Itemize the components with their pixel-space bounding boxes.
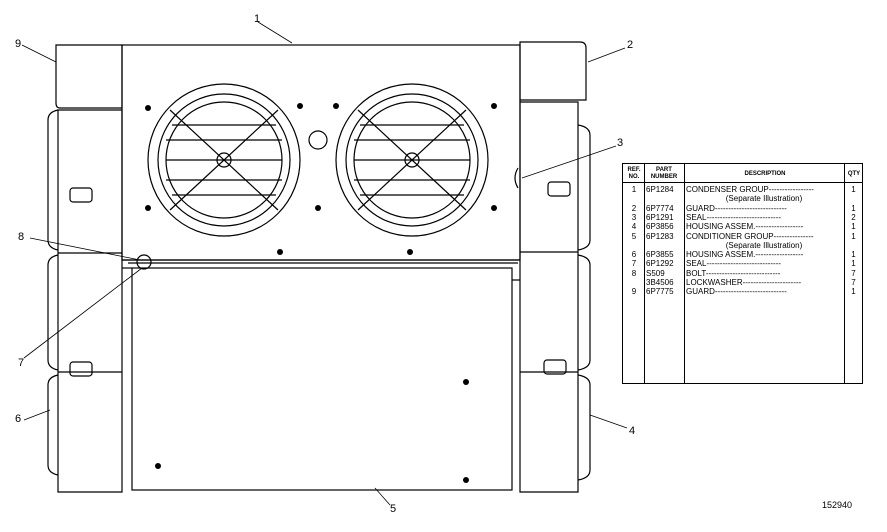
cell-description: BOLT----------------------------: [686, 268, 781, 278]
callout-2: 2: [627, 39, 634, 51]
latch: [69, 181, 571, 377]
cell-qty: 1: [851, 185, 856, 194]
cell-description: CONDITIONER GROUP---------------: [686, 231, 814, 241]
cell-ref: 2: [631, 203, 637, 213]
cell-qty: 2: [851, 212, 856, 222]
seal: [514, 167, 519, 189]
cell-part-number: 6P1284: [646, 185, 674, 194]
callout-5: 5: [390, 503, 397, 515]
condenser-group: [121, 44, 521, 264]
cell-part-number: S509: [646, 268, 665, 278]
cell-qty: 1: [851, 222, 856, 232]
conditioner-group: [122, 267, 520, 491]
callout-7: 7: [18, 357, 25, 369]
callout-8: 8: [18, 231, 25, 243]
cell-description: (Separate Illustration): [725, 240, 803, 250]
right-fan-guard: [335, 83, 489, 237]
callout-1: 1: [254, 13, 261, 25]
cell-description: HOUSING ASSEM.------------------: [686, 250, 804, 260]
cell-part-number: 6P1291: [646, 212, 674, 222]
cell-qty: 1: [851, 259, 856, 269]
cell-description: CONDENSER GROUP-----------------: [686, 185, 814, 194]
cell-qty: 1: [851, 287, 856, 297]
cell-part-number: 6P1283: [646, 231, 674, 241]
cell-description: HOUSING ASSEM.------------------: [686, 222, 804, 232]
right-housing: [519, 101, 591, 493]
header-description: DESCRIPTION: [744, 171, 786, 177]
cell-part-number: 6P1292: [646, 259, 674, 269]
cell-ref: 1: [631, 185, 637, 194]
callout-6: 6: [15, 413, 22, 425]
cell-ref: 6: [631, 250, 637, 260]
header-qty: QTY: [847, 171, 861, 177]
cell-ref: 8: [631, 268, 637, 278]
cell-part-number: 3B4506: [646, 278, 674, 287]
right-guard: [519, 41, 587, 101]
cell-part-number: 6P7775: [646, 287, 674, 297]
cell-description: SEAL----------------------------: [686, 259, 782, 269]
left-fan-guard: [147, 83, 301, 237]
cell-part-number: 6P7774: [646, 203, 674, 213]
cell-qty: 1: [851, 203, 856, 213]
cell-ref: 3: [631, 212, 637, 222]
cell-description: GUARD---------------------------: [686, 203, 787, 213]
left-housing: [47, 109, 123, 493]
cell-qty: 1: [851, 231, 856, 241]
cell-ref: 5: [631, 231, 637, 241]
fastener-holes: [145, 103, 497, 483]
drawing-number: 152940: [822, 500, 853, 510]
parts-list-table: REF. NO. PART NUMBER DESCRIPTION QTY 1 6P…: [622, 163, 863, 384]
callout-3: 3: [617, 137, 624, 149]
cell-qty: 7: [851, 268, 856, 278]
left-guard: [55, 44, 123, 109]
header-ref: REF. NO.: [627, 167, 641, 180]
cell-description: (Separate Illustration): [725, 194, 803, 204]
callout-4: 4: [629, 425, 636, 437]
leader-lines: [21, 21, 628, 506]
cell-ref: 9: [631, 287, 637, 297]
cell-qty: 1: [851, 250, 856, 260]
cell-ref: 7: [631, 259, 637, 269]
cell-part-number: 6P3855: [646, 250, 674, 260]
cell-description: LOCKWASHER----------------------: [686, 278, 802, 287]
cell-part-number: 6P3856: [646, 222, 674, 232]
callout-9: 9: [15, 38, 22, 50]
bolt-and-lockwasher: [136, 254, 152, 270]
header-part-number: PART NUMBER: [650, 167, 678, 180]
cell-ref: 4: [631, 222, 637, 232]
cell-qty: 7: [851, 278, 856, 287]
cell-description: GUARD---------------------------: [686, 287, 787, 297]
cell-description: SEAL----------------------------: [686, 212, 782, 222]
